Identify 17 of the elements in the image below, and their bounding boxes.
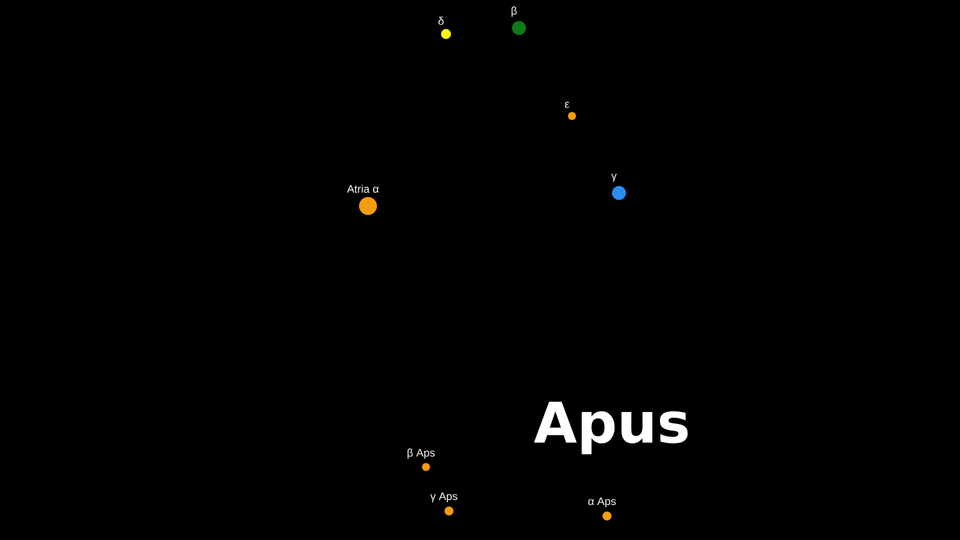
labeled-star: Atria α — [347, 184, 379, 215]
node-label: γ — [611, 174, 617, 182]
node-label: γ Aps — [430, 492, 458, 502]
labeled-star: γ Aps — [430, 492, 458, 516]
node-label: β Aps — [408, 448, 435, 459]
title: Apus — [534, 402, 688, 454]
labeled-star: γ — [611, 174, 626, 200]
labeled-star: ε — [564, 102, 576, 120]
node-label: δ — [438, 16, 444, 25]
node-label: Atria α — [347, 184, 379, 193]
node-label: ε — [564, 102, 570, 108]
labeled-star: β — [512, 6, 526, 35]
labeled-star: β Aps — [408, 448, 435, 471]
node-label: α Aps — [588, 497, 616, 508]
labeled-star: δ — [438, 16, 451, 39]
node-label: β — [512, 6, 517, 17]
labeled-star: α Aps — [588, 497, 616, 520]
